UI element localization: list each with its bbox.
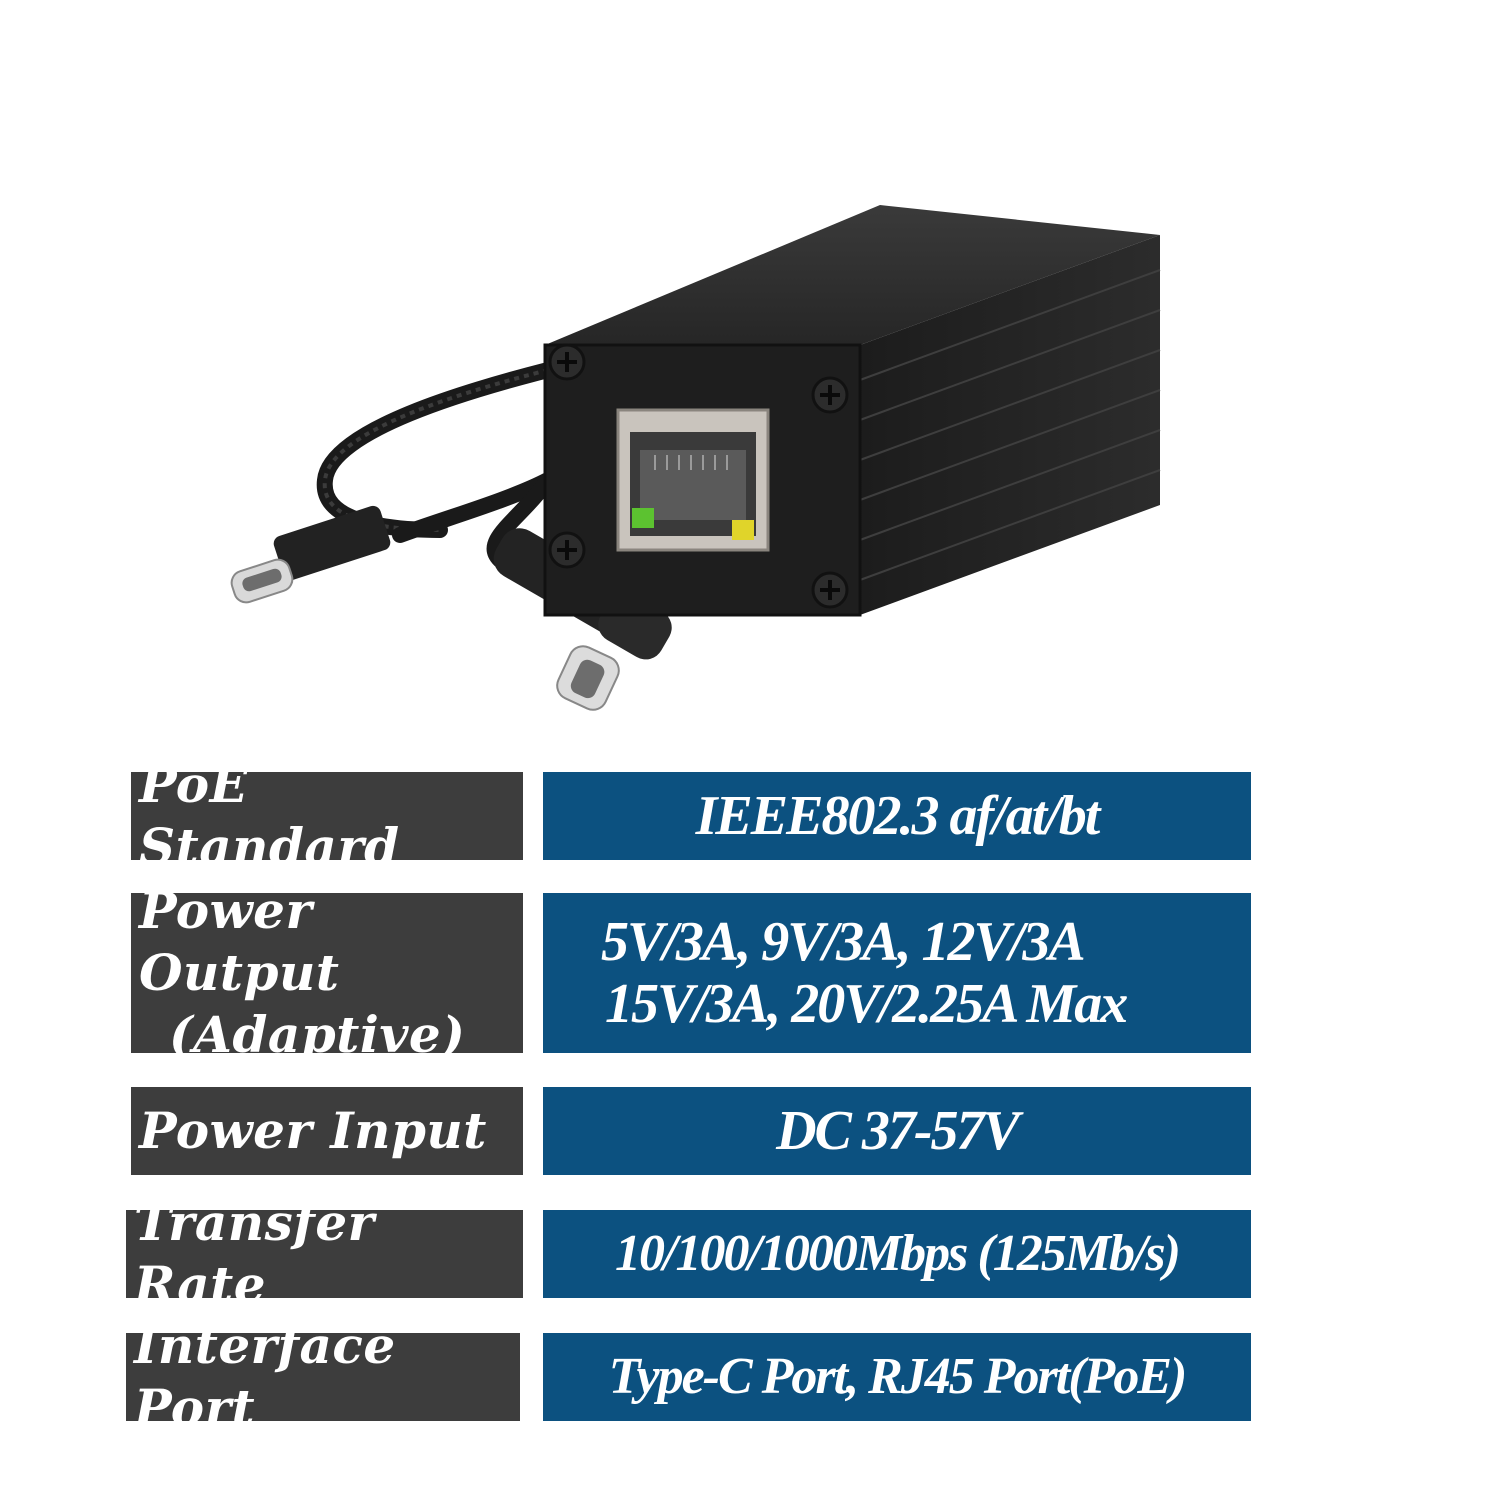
spec-label-interface-port: Interface Port: [126, 1316, 520, 1437]
spec-label-poe-standard: PoE Standard: [131, 755, 523, 876]
type-c-connector-straight-icon: [230, 505, 391, 604]
screw-icon: [548, 343, 849, 609]
spec-value-transfer-rate: 10/100/1000Mbps (125Mb/s): [543, 1210, 1251, 1298]
spec-label-power-output: Power Output (Adaptive): [131, 881, 523, 1064]
spec-label-power-output-line1: Power Output: [139, 881, 340, 1002]
link-led-icon: [632, 508, 654, 528]
spec-value-power-output: 5V/3A, 9V/3A, 12V/3A 15V/3A, 20V/2.25A M…: [543, 893, 1251, 1053]
spec-value-power-output-line2: 15V/3A, 20V/2.25A Max: [605, 973, 1128, 1035]
spec-label-power-output-line2: (Adaptive): [169, 1005, 466, 1064]
device-enclosure: [543, 205, 1161, 617]
activity-led-icon: [732, 520, 754, 540]
rj45-port-icon: [616, 408, 770, 552]
spec-value-power-output-line1: 5V/3A, 9V/3A, 12V/3A: [601, 911, 1086, 973]
spec-label-transfer-rate: Transfer Rate: [126, 1193, 523, 1314]
poe-splitter-illustration: [230, 205, 1161, 711]
spec-value-poe-standard: IEEE802.3 af/at/bt: [543, 772, 1251, 860]
spec-value-interface-port: Type-C Port, RJ45 Port(PoE): [543, 1333, 1251, 1421]
spec-label-power-input: Power Input: [131, 1087, 523, 1175]
spec-value-power-input: DC 37-57V: [543, 1087, 1251, 1175]
